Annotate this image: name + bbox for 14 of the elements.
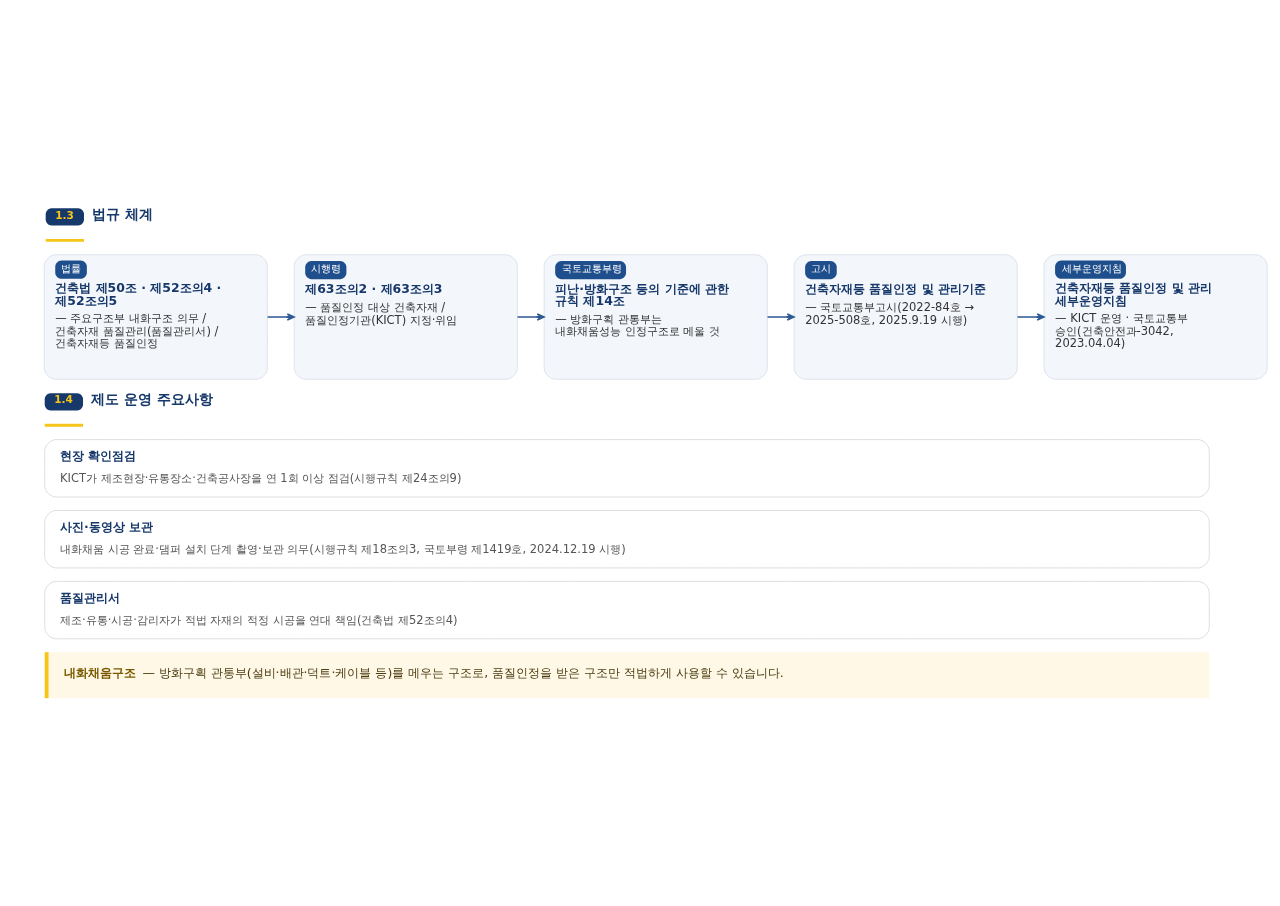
node-box: 시행령 제63조의2 · 제63조의3 — 품질인정 대상 건축자재 / 품질인정기관(KICT) 지정·위임 (293, 254, 518, 380)
node-box: 국토교통부령 피난·방화구조 등의 기준에 관한 규칙 제14조 — 방화구획 관통부는 내화채움성능 인정구조로 메울 것 (543, 254, 768, 380)
node-box: 법률 건축법 제50조 · 제52조의4 · 제52조의5 — 주요구조부 내화구조 의무 / 건축자재 품질관리(품질관리서) / 건축자재등 품질인정 (43, 254, 268, 380)
node-box: 세부운영지침 건축자재등 품질인정 및 관리 세부운영지침 — KICT 운영 · 국토교통부 승인(건축안전과-3042, 2023.04.04) (1043, 254, 1268, 380)
arrow (1016, 313, 1045, 321)
arrow (516, 313, 545, 321)
node-box: 품질관리서 제조·유통·시공·감리자가 적법 자재의 적정 시공을 연대 책임(건축법 제52조의4) (44, 580, 1210, 640)
arrow (266, 313, 295, 321)
node-box: 고시 건축자재등 품질인정 및 관리기준 — 국토교통부고시(2022-84호 → 2025-508호, 2025.9.19 시행) (793, 254, 1018, 380)
arrow (766, 313, 795, 321)
node-box: 사진·동영상 보관 내화채움 시공 완료·댐퍼 설치 단계 촬영·보관 의무(시행규칙 제18조의3, 국토부령 제1419호, 2024.12.19 시행) (44, 509, 1210, 569)
node-box: 현장 확인점검 KICT가 제조현장·유통장소·건축공사장을 연 1회 이상 점검(시행규칙 제24조의9) (44, 439, 1210, 498)
node-label: 법규 체계 (91, 206, 153, 223)
node-label: 제도 운영 주요사항 (90, 391, 213, 408)
